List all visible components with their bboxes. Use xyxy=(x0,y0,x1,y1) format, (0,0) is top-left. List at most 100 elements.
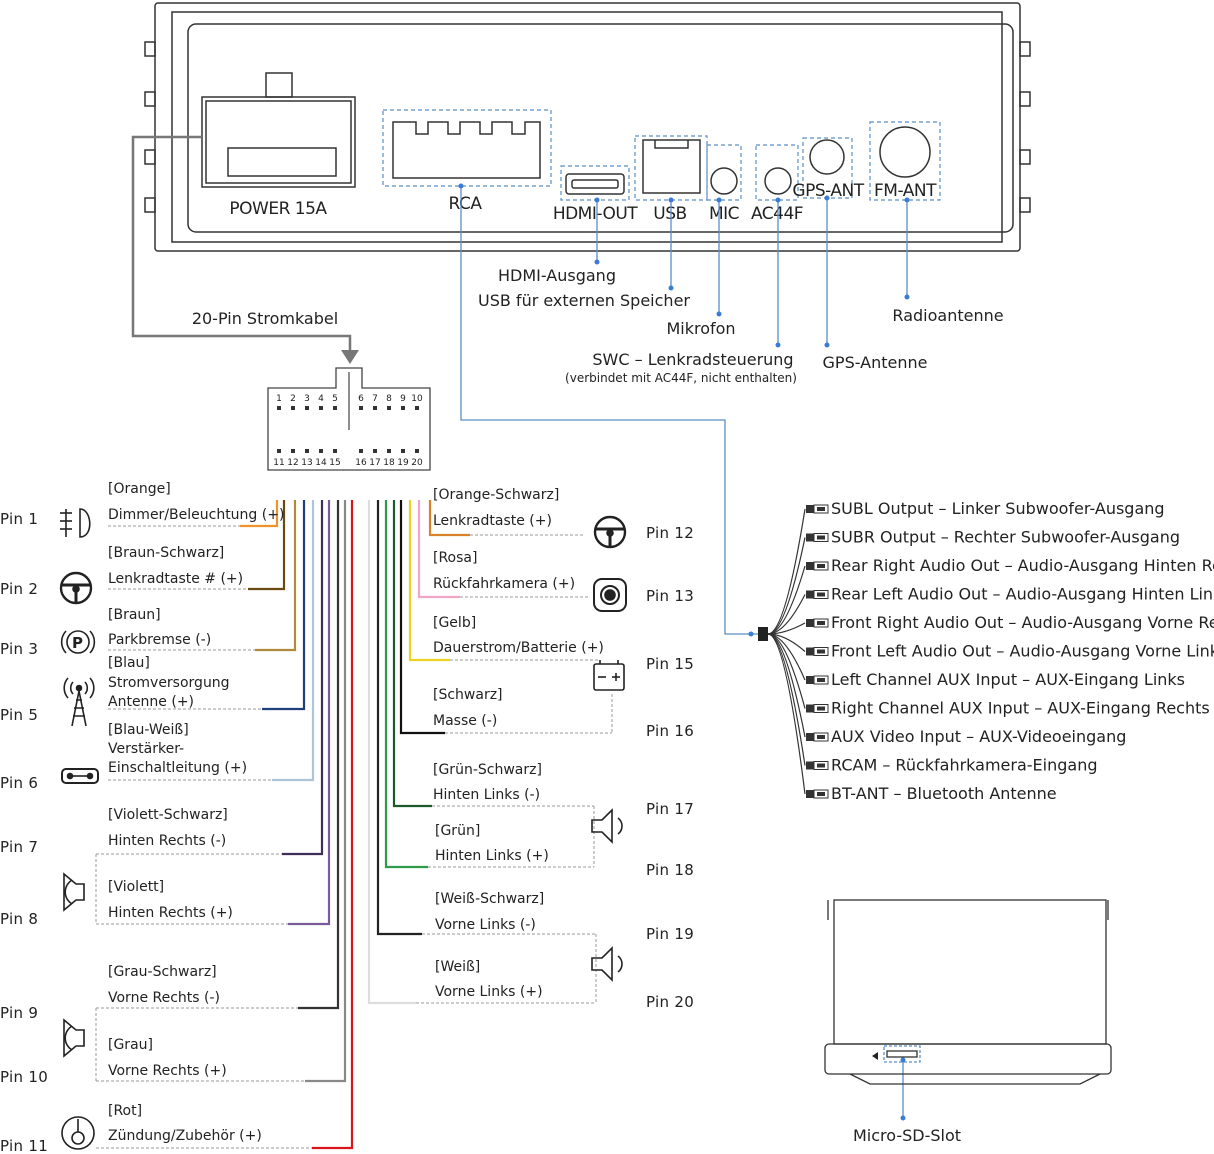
connector-pin-hole xyxy=(415,406,419,410)
pin-label: Pin 10 xyxy=(0,1068,48,1086)
rca-plug-pin xyxy=(817,706,825,711)
connector-pin-number: 10 xyxy=(411,394,423,404)
unit-outer-frame xyxy=(154,2,1021,252)
pin-label: Pin 17 xyxy=(646,800,694,818)
rca-output-label: BT-ANT – Bluetooth Antenne xyxy=(831,784,1057,803)
pin-function: Dimmer/Beleuchtung (+) xyxy=(108,507,284,523)
hdmi-highlight xyxy=(560,165,630,201)
sd-slot-label: Micro-SD-Slot xyxy=(853,1126,961,1145)
power-cable-label: 20-Pin Stromkabel xyxy=(192,309,338,328)
mic-jack xyxy=(710,167,738,195)
rca-plug-icon xyxy=(806,533,814,542)
port-labels: POWER 15A RCA HDMI-OUT USB MIC AC44F GPS… xyxy=(229,181,937,224)
sd-slot-highlight xyxy=(883,1045,921,1063)
rca-plug-icon xyxy=(806,505,814,513)
rca-output-label: RCAM – Rückfahrkamera-Eingang xyxy=(831,756,1098,775)
connector-pin-number: 2 xyxy=(290,394,296,404)
mic-highlight xyxy=(706,144,742,201)
wire-color-label: [Orange-Schwarz] xyxy=(433,487,559,503)
pin-label: Pin 15 xyxy=(646,655,694,673)
left-pin-list: Pin 1 [Orange] Dimmer/Beleuchtung (+) Pi… xyxy=(0,481,284,1154)
wire-color-label: [Violett-Schwarz] xyxy=(108,807,228,823)
pin-label: Pin 8 xyxy=(0,910,38,928)
port-label-hdmi: HDMI-OUT xyxy=(553,204,638,224)
rca-plug-icon xyxy=(806,733,814,741)
right-guides xyxy=(416,534,613,1004)
rca-plug-icon xyxy=(806,704,814,713)
steering-wheel-icon xyxy=(593,515,627,549)
connector-pin-number: 6 xyxy=(358,394,364,404)
wire-outline xyxy=(272,500,314,781)
connector-pin-hole xyxy=(305,449,309,453)
connector-pin-hole xyxy=(401,449,405,453)
rca-plug-pin xyxy=(817,763,825,768)
rca-plug-icon xyxy=(806,619,814,627)
right-wires xyxy=(367,500,470,1005)
callout-dot xyxy=(904,294,910,300)
speaker-icon xyxy=(591,808,623,844)
connector-pin-number: 18 xyxy=(383,458,395,468)
connector-pin-hole xyxy=(387,406,391,410)
left-icons: P xyxy=(59,508,99,1150)
callout-dot xyxy=(716,197,722,203)
connector-pin-hole xyxy=(387,449,391,453)
pin-function: Stromversorgung xyxy=(108,675,230,691)
pin-label: Pin 7 xyxy=(0,838,38,856)
rca-output-label: Front Right Audio Out – Audio-Ausgang Vo… xyxy=(831,613,1214,632)
connector-pin-hole xyxy=(333,449,337,453)
wire xyxy=(240,500,279,528)
connector-pin-holes xyxy=(277,406,419,453)
connector-pin-number: 9 xyxy=(400,394,406,404)
callout-dot xyxy=(668,285,674,291)
pin-label: Pin 1 xyxy=(0,510,38,528)
pin-function: Zündung/Zubehör (+) xyxy=(108,1128,262,1144)
wire-color-label: [Orange] xyxy=(108,481,171,497)
unit-inner-frame xyxy=(171,11,1003,243)
wire xyxy=(288,500,331,926)
callout-radio: Radioantenne xyxy=(892,306,1003,325)
rca-plug-pin xyxy=(817,621,825,625)
callout-dots xyxy=(458,183,910,1121)
ac44f-highlight xyxy=(755,144,799,201)
side-tab xyxy=(144,197,156,213)
rca-plug-pin xyxy=(817,678,825,682)
connector-pin-number: 19 xyxy=(397,458,409,468)
callout-dot xyxy=(904,197,910,203)
rca-output-label: SUBL Output – Linker Subwoofer-Ausgang xyxy=(831,499,1165,518)
rca-output-label: Front Left Audio Out – Audio-Ausgang Vor… xyxy=(831,642,1214,661)
connector-pin-number: 4 xyxy=(318,394,324,404)
pin-label: Pin 5 xyxy=(0,706,38,724)
pin-function: Einschaltleitung (+) xyxy=(108,760,247,776)
usb-port xyxy=(642,139,701,194)
pin-label: Pin 12 xyxy=(646,524,694,542)
rca-plug-pin xyxy=(817,792,825,796)
connector-pin-hole xyxy=(373,406,377,410)
side-tab xyxy=(144,91,156,107)
pin-function: Vorne Rechts (+) xyxy=(108,1063,227,1079)
pin-function: Vorne Rechts (-) xyxy=(108,990,220,1006)
wire-color-label: [Grün-Schwarz] xyxy=(433,762,542,778)
wire-color-label: [Blau] xyxy=(108,655,150,671)
rca-fan-line xyxy=(767,537,806,635)
head-unit-rear xyxy=(144,2,1031,252)
wire xyxy=(399,500,445,735)
side-tab xyxy=(1019,41,1031,57)
connector-pin-number: 7 xyxy=(372,394,378,404)
side-tab xyxy=(1019,91,1031,107)
callout-dot xyxy=(668,197,674,203)
rca-output-label: SUBR Output – Rechter Subwoofer-Ausgang xyxy=(831,528,1180,547)
rca-plug-icon xyxy=(806,790,814,798)
wire xyxy=(262,500,306,711)
rca-plug-pin xyxy=(817,735,825,739)
pin-function: Dauerstrom/Batterie (+) xyxy=(433,640,604,656)
fm-antenna-jack xyxy=(879,126,931,178)
connector-pin-number: 1 xyxy=(276,394,282,404)
connector-pin-number: 15 xyxy=(329,458,340,468)
connector-pin-hole xyxy=(277,449,281,453)
pin-function: Lenkradtaste (+) xyxy=(433,513,552,529)
callout-dot xyxy=(824,342,830,348)
wire-color-label: [Blau-Weiß] xyxy=(108,722,189,738)
rca-plug-pin xyxy=(817,649,825,654)
sd-slot xyxy=(886,1050,918,1058)
